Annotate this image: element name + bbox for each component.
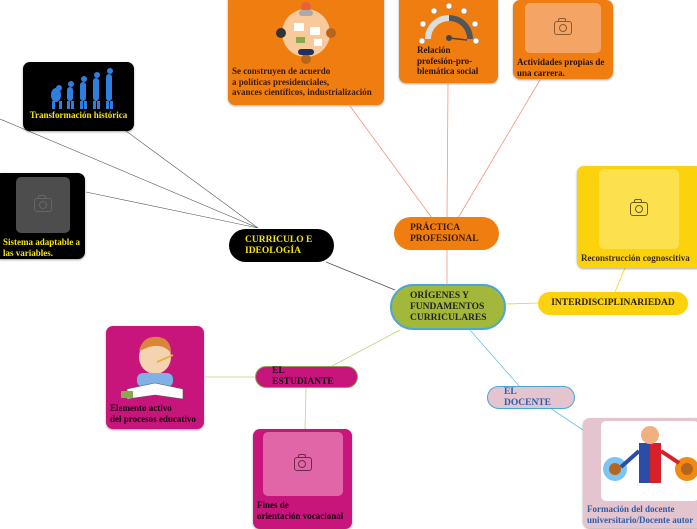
image-placeholder [16, 177, 70, 233]
card-actividades-propias[interactable]: Actividades propias de una carrera. [513, 0, 613, 79]
image-placeholder [262, 432, 343, 496]
card-elemento-caption: Elemento activo del procesos educativo [110, 403, 196, 424]
gauge-image [414, 0, 484, 45]
link-docente-formacion [549, 407, 584, 431]
central-topic[interactable]: ORÍGENES Y FUNDAMENTOS CURRICULARES [390, 284, 506, 330]
link-curriculo-transformacion [125, 130, 259, 229]
card-transformacion-caption: Transformación histórica [29, 110, 128, 120]
card-reconstruccion-caption: Reconstrucción cognoscitiva [581, 253, 690, 263]
card-formacion-caption: Formación del docente universitario/Doce… [587, 504, 694, 525]
link-curriculo-sistema [85, 191, 259, 229]
card-relacion-profesion[interactable]: Relación profesión-pro- blemática social [399, 0, 498, 83]
link-central-estudiante [331, 329, 401, 367]
branch-estudiante-label: EL ESTUDIANTE [272, 366, 334, 387]
card-actividades-caption: Actividades propias de una carrera. [517, 57, 605, 78]
link-central-curriculo [325, 261, 396, 291]
camera-icon [630, 198, 648, 216]
branch-curriculo-label: CURRICULO E IDEOLOGÍA [245, 234, 313, 256]
card-formacion-docente[interactable]: Formación del docente universitario/Doce… [583, 418, 697, 528]
link-curriculo-offscreen [0, 118, 259, 229]
link-practica-relacion [446, 83, 449, 219]
meeting-table-image [266, 0, 346, 65]
link-central-docente [469, 329, 521, 388]
card-construyen-caption: Se construyen de acuerdo a políticas pre… [232, 66, 372, 97]
branch-el-docente[interactable]: EL DOCENTE [487, 386, 575, 409]
branch-curriculo-ideologia[interactable]: CURRICULO E IDEOLOGÍA [229, 229, 334, 262]
human-evolution-image [34, 65, 124, 110]
branch-interdisciplinariedad-label: INTERDISCIPLINARIEDAD [551, 298, 675, 308]
card-sistema-caption: Sistema adaptable a las variables. [3, 237, 81, 258]
image-placeholder [525, 3, 601, 53]
card-fines-caption: Fines de orientación vocacional [257, 500, 344, 521]
branch-practica-profesional[interactable]: PRÁCTICA PROFESIONAL [394, 217, 499, 250]
central-topic-label: ORÍGENES Y FUNDAMENTOS CURRICULARES [410, 290, 487, 323]
card-reconstruccion-cognoscitiva[interactable]: Reconstrucción cognoscitiva [577, 166, 697, 268]
branch-practica-label: PRÁCTICA PROFESIONAL [410, 222, 479, 244]
link-practica-construyen [349, 105, 433, 219]
branch-el-estudiante[interactable]: EL ESTUDIANTE [255, 366, 358, 388]
link-practica-actividades [457, 79, 541, 219]
link-interdisc-reconstruccion [614, 267, 626, 293]
card-transformacion-historica[interactable]: Transformación histórica [23, 62, 134, 131]
student-studying-image [119, 329, 191, 403]
camera-icon [34, 194, 52, 212]
camera-icon [554, 17, 572, 35]
camera-icon [293, 453, 312, 471]
branch-docente-label: EL DOCENTE [504, 386, 551, 408]
card-sistema-adaptable[interactable]: Sistema adaptable a las variables. [0, 173, 85, 259]
branch-interdisciplinariedad[interactable]: INTERDISCIPLINARIEDAD [538, 292, 688, 315]
two-faced-teacher-image [601, 421, 697, 501]
card-relacion-caption: Relación profesión-pro- blemática social [417, 45, 479, 76]
link-estudiante-fines [304, 387, 307, 431]
image-placeholder [599, 169, 679, 249]
card-elemento-activo[interactable]: Elemento activo del procesos educativo [106, 326, 204, 429]
link-central-interdisciplinariedad [504, 302, 541, 305]
card-fines-orientacion[interactable]: Fines de orientación vocacional [253, 429, 352, 529]
card-se-construyen[interactable]: Se construyen de acuerdo a políticas pre… [228, 0, 384, 105]
